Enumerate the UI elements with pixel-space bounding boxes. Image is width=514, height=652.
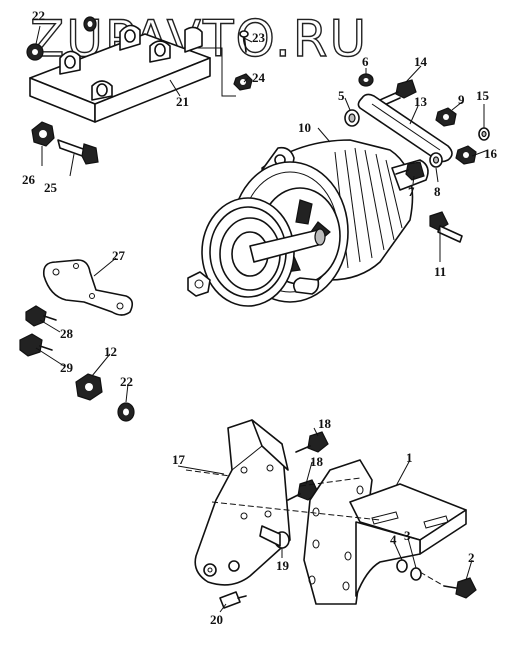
pin-23 <box>239 30 249 53</box>
washer-4 <box>396 559 408 573</box>
callout-14: 14 <box>414 54 428 69</box>
alternator-10 <box>187 139 429 307</box>
nut-26 <box>31 121 55 147</box>
nut-24 <box>233 73 253 91</box>
nut-12 <box>75 373 103 401</box>
bolt-14 <box>379 79 417 107</box>
nut-9 <box>435 107 457 127</box>
bolt-25 <box>57 139 99 165</box>
assembly-guides <box>185 469 445 587</box>
bracket-1 <box>303 459 467 605</box>
washer-3 <box>410 567 422 581</box>
adjuster-strap-13 <box>357 93 453 163</box>
bracket-17 <box>194 419 291 586</box>
spacer-5 <box>344 109 360 127</box>
callout-20: 20 <box>210 612 223 627</box>
callout-12: 12 <box>104 344 117 359</box>
callout-22-top: 22 <box>32 8 45 23</box>
callout-10: 10 <box>298 120 311 135</box>
callout-25: 25 <box>44 180 58 195</box>
callout-26: 26 <box>22 172 36 187</box>
callout-13: 13 <box>414 94 428 109</box>
washer-15 <box>478 127 490 141</box>
callout-1: 1 <box>406 450 413 465</box>
nut-16 <box>455 145 477 165</box>
callout-6: 6 <box>362 54 369 69</box>
washer-6 <box>358 73 374 87</box>
leader-lines <box>35 25 489 613</box>
bolt-11 <box>429 211 463 243</box>
bolt-28 <box>25 305 57 327</box>
callouts: 22 23 24 21 26 25 6 14 5 13 9 15 16 10 7… <box>22 8 498 627</box>
washer-22-bottom <box>117 402 135 422</box>
callout-17: 17 <box>172 452 186 467</box>
callout-23: 23 <box>252 30 266 45</box>
bolt-7 <box>395 161 425 181</box>
callout-7: 7 <box>408 184 415 199</box>
callout-16: 16 <box>484 146 498 161</box>
callout-27: 27 <box>112 248 126 263</box>
callout-11: 11 <box>434 264 446 279</box>
callout-15: 15 <box>476 88 490 103</box>
bolt-2 <box>443 577 477 599</box>
mounting-plate-21 <box>29 24 236 123</box>
bolt-18-top <box>295 431 329 453</box>
bolt-29 <box>19 333 53 357</box>
washer-22-top <box>26 16 97 61</box>
callout-21: 21 <box>176 94 189 109</box>
washer-8 <box>429 152 443 168</box>
callout-22-bottom: 22 <box>120 374 133 389</box>
bracket-strap-27 <box>42 259 134 316</box>
bolt-20 <box>219 591 247 609</box>
callout-9: 9 <box>458 92 465 107</box>
callout-2: 2 <box>468 550 475 565</box>
callout-3: 3 <box>404 528 411 543</box>
callout-24: 24 <box>252 70 266 85</box>
callout-4: 4 <box>390 532 397 547</box>
callout-8: 8 <box>434 184 441 199</box>
callout-18-mid: 18 <box>310 454 324 469</box>
callout-18-top: 18 <box>318 416 332 431</box>
callout-5: 5 <box>338 88 345 103</box>
callout-29: 29 <box>60 360 74 375</box>
callout-19: 19 <box>276 558 290 573</box>
callout-28: 28 <box>60 326 74 341</box>
